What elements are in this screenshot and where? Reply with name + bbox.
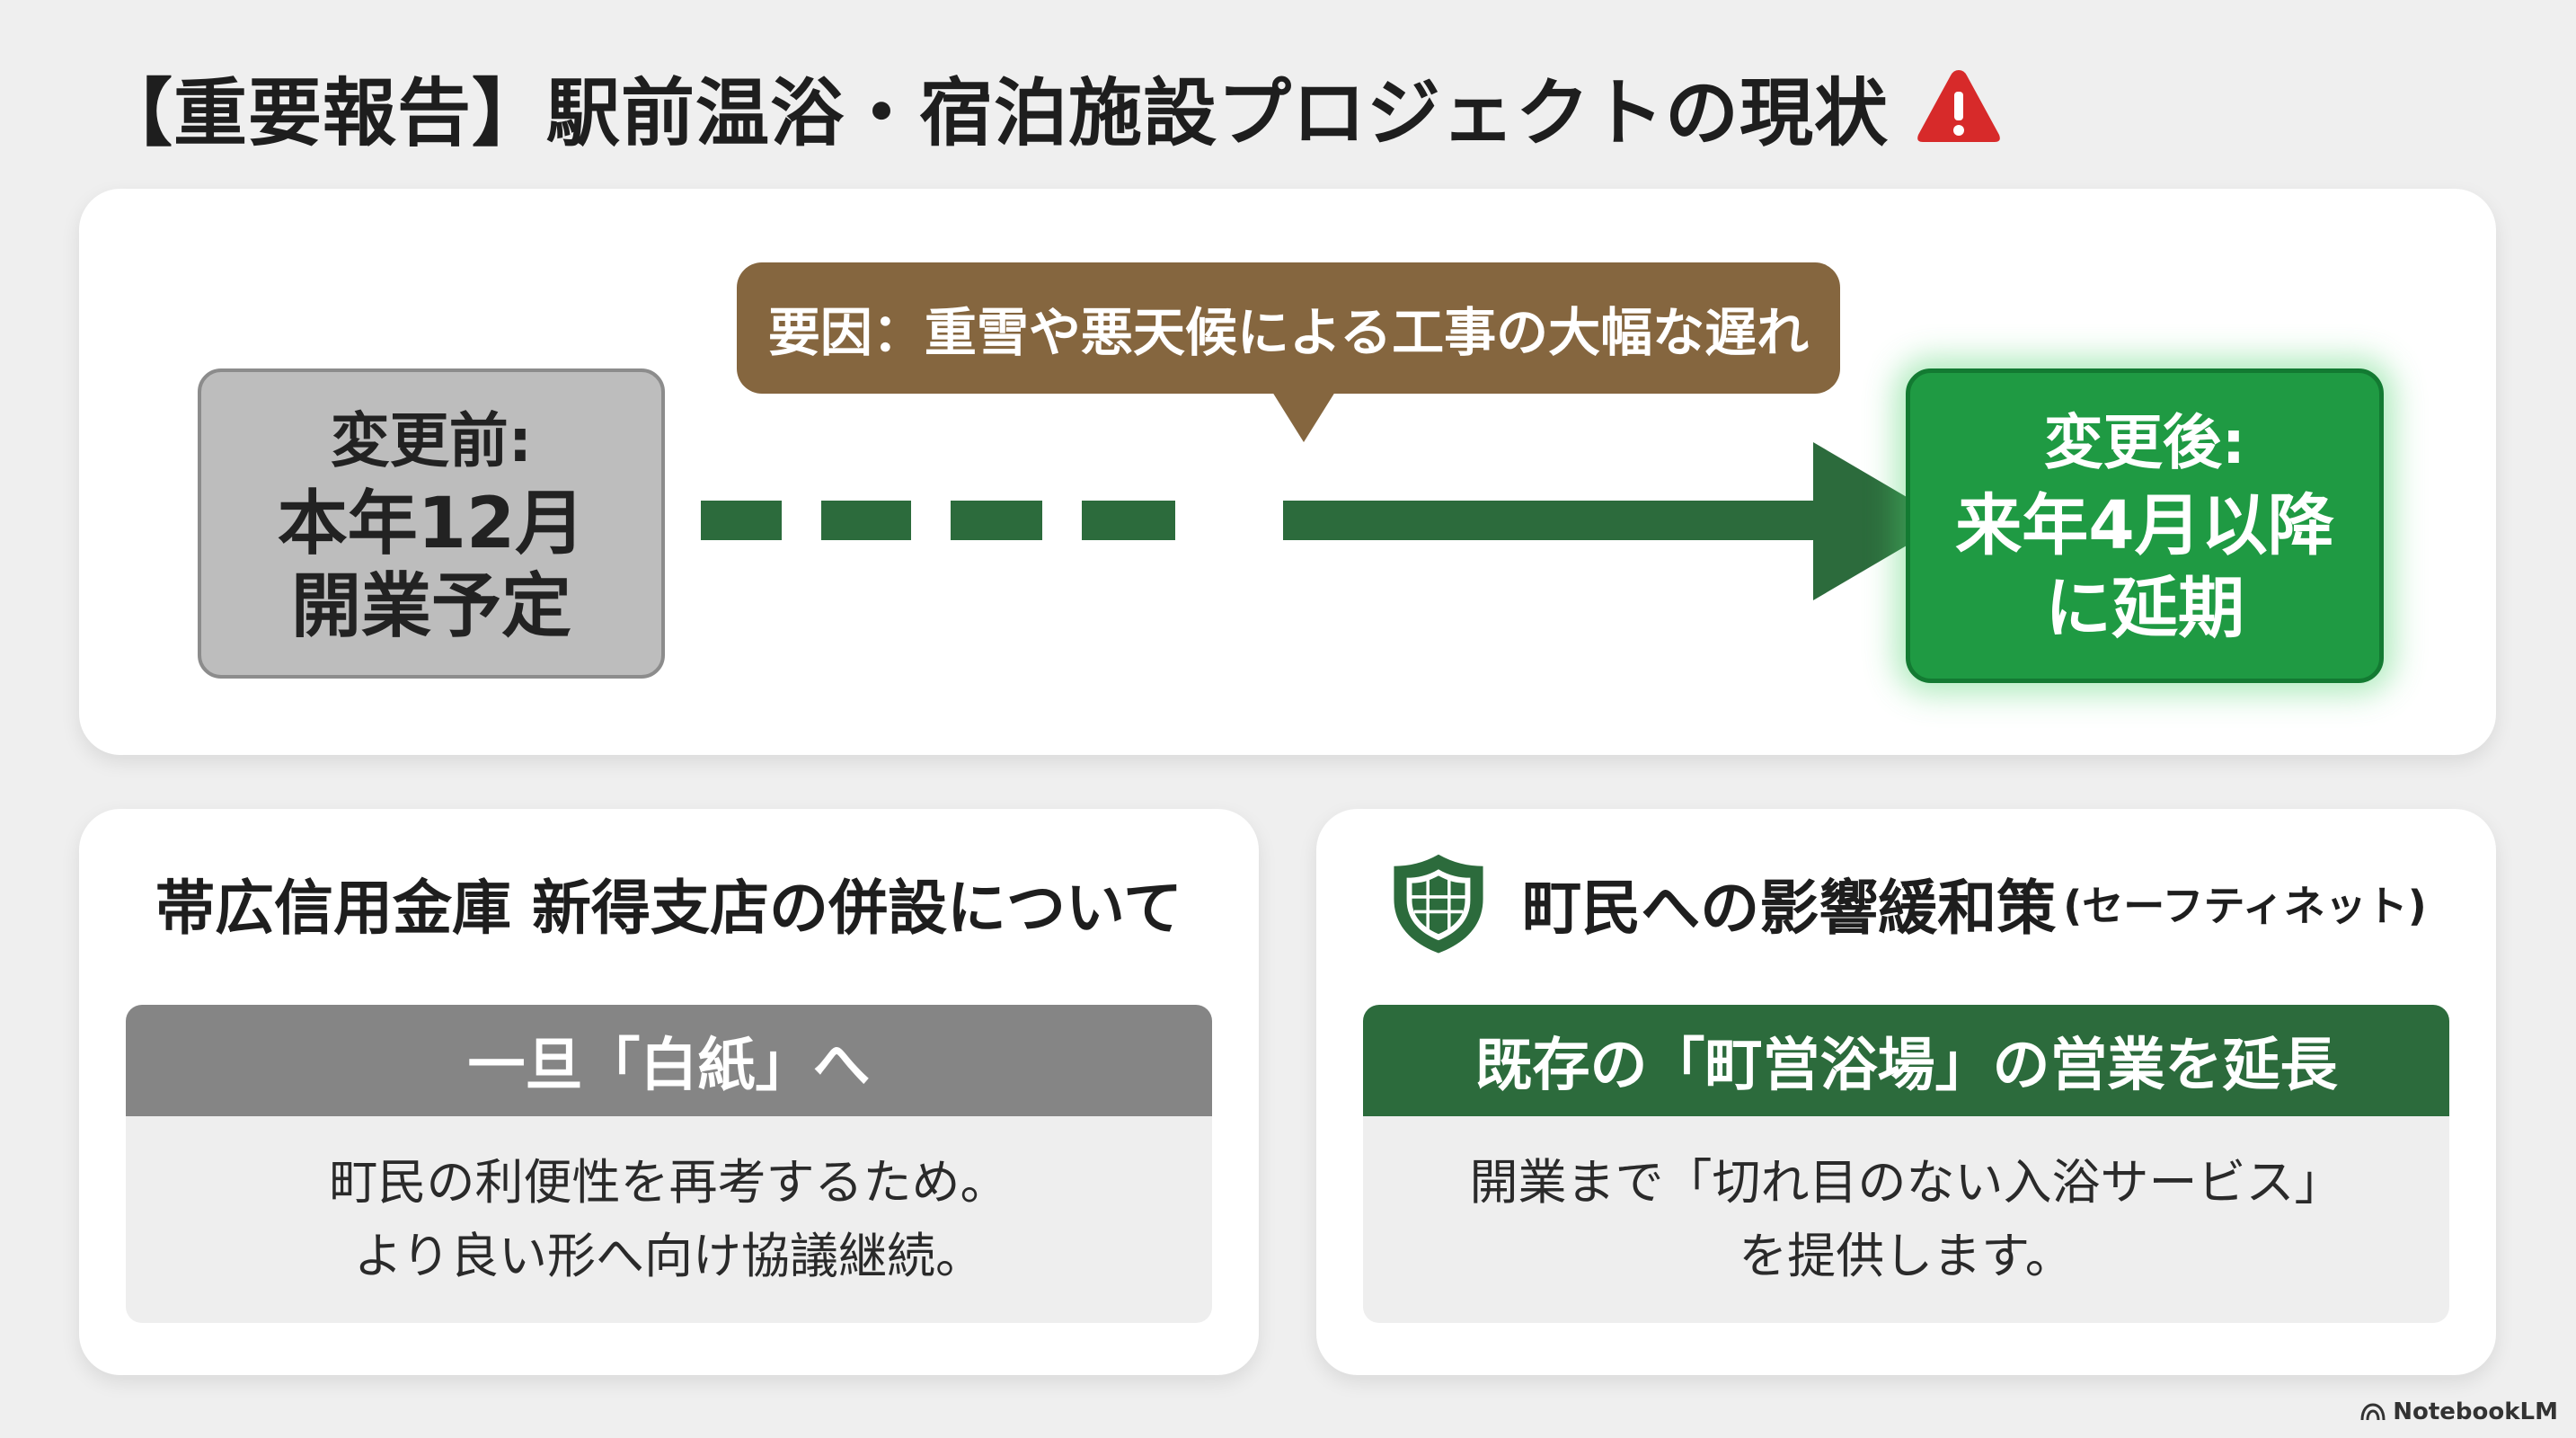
callout-pointer-icon xyxy=(1272,392,1335,442)
timeline-dash xyxy=(701,501,782,540)
shield-icon xyxy=(1394,854,1483,954)
delay-cause-text: 要因：重雪や悪天候による工事の大幅な遅れ xyxy=(767,302,1810,363)
mitigation-card-subtitle: (セーフティネット) xyxy=(2063,882,2427,930)
timeline-dash xyxy=(821,501,911,540)
timeline-arrow-icon xyxy=(1283,442,1948,600)
mitigation-status-banner: 既存の「町営浴場」の営業を延長 xyxy=(1363,1005,2449,1116)
timeline-dash xyxy=(1082,501,1175,540)
before-label: 変更前: xyxy=(330,405,533,475)
schedule-change-card: 変更前: 本年12月 開業予定 要因：重雪や悪天候による工事の大幅な遅れ 変更後… xyxy=(79,189,2496,755)
mitigation-status-text: 既存の「町営浴場」の営業を延長 xyxy=(1474,1033,2338,1099)
bank-branch-card: 帯広信用金庫 新得支店の併設について 一旦「白紙」へ 町民の利便性を再考するため… xyxy=(79,809,1259,1375)
bank-description: 町民の利便性を再考するため。 より良い形へ向け協議継続。 xyxy=(126,1116,1212,1323)
bank-status-text: 一旦「白紙」へ xyxy=(467,1033,871,1099)
before-value: 本年12月 開業予定 xyxy=(277,483,586,647)
bank-card-title: 帯広信用金庫 新得支店の併設について xyxy=(79,854,1259,953)
bank-card-title-text: 帯広信用金庫 新得支店の併設について xyxy=(155,874,1182,943)
bank-status-banner: 一旦「白紙」へ xyxy=(126,1005,1212,1116)
after-schedule-box: 変更後: 来年4月以降 に延期 xyxy=(1906,368,2384,683)
delay-cause-callout: 要因：重雪や悪天候による工事の大幅な遅れ xyxy=(737,262,1840,394)
mitigation-description: 開業まで「切れ目のない入浴サービス」 を提供します。 xyxy=(1363,1116,2449,1323)
warning-triangle-icon xyxy=(1917,70,2000,142)
notebooklm-logo-icon xyxy=(2360,1403,2386,1421)
page-title-text: 【重要報告】駅前温浴・宿泊施設プロジェクトの現状 xyxy=(99,70,1890,156)
after-label: 変更後: xyxy=(2043,408,2246,477)
before-schedule-box: 変更前: 本年12月 開業予定 xyxy=(198,368,665,679)
after-value: 来年4月以降 に延期 xyxy=(1955,487,2334,647)
page-title: 【重要報告】駅前温浴・宿泊施設プロジェクトの現状 xyxy=(99,52,2004,160)
timeline-dash xyxy=(951,501,1042,540)
mitigation-card-title-text: 町民への影響緩和策 xyxy=(1522,874,2057,943)
brand-text: NotebookLM xyxy=(2393,1398,2558,1425)
mitigation-card: 町民への影響緩和策 (セーフティネット) 既存の「町営浴場」の営業を延長 開業ま… xyxy=(1316,809,2496,1375)
mitigation-card-title: 町民への影響緩和策 (セーフティネット) xyxy=(1316,854,2496,954)
notebooklm-watermark: NotebookLM xyxy=(2360,1398,2558,1425)
